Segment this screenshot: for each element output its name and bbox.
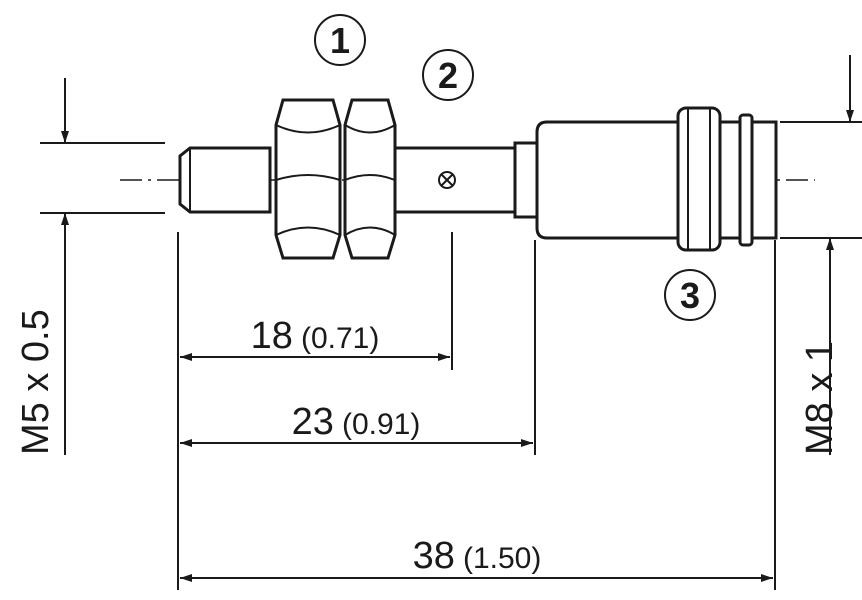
dimension-38: 38(1.50) [180,535,773,582]
svg-text:3: 3 [680,275,700,316]
svg-text:18(0.71): 18(0.71) [251,315,380,357]
thread-left-label: M5 x 0.5 [15,309,57,455]
left-thread-dimension: M5 x 0.5 [15,78,165,455]
hex-nut-1 [274,98,342,260]
sensor-body [178,106,778,252]
dimension-23: 23(0.91) [180,401,533,447]
callout-1: 1 [314,14,366,66]
svg-text:23(0.91): 23(0.91) [292,401,421,443]
adjustment-screw-icon [438,171,456,189]
callout-2: 2 [422,49,474,101]
callout-3: 3 [664,269,716,321]
thread-right-label: M8 x 1 [799,341,841,455]
svg-text:2: 2 [438,55,458,96]
svg-text:1: 1 [330,20,350,61]
dimension-18: 18(0.71) [180,315,450,361]
hex-nut-2 [343,98,397,260]
right-thread-dimension: M8 x 1 [780,55,862,455]
svg-text:38(1.50): 38(1.50) [413,535,542,577]
